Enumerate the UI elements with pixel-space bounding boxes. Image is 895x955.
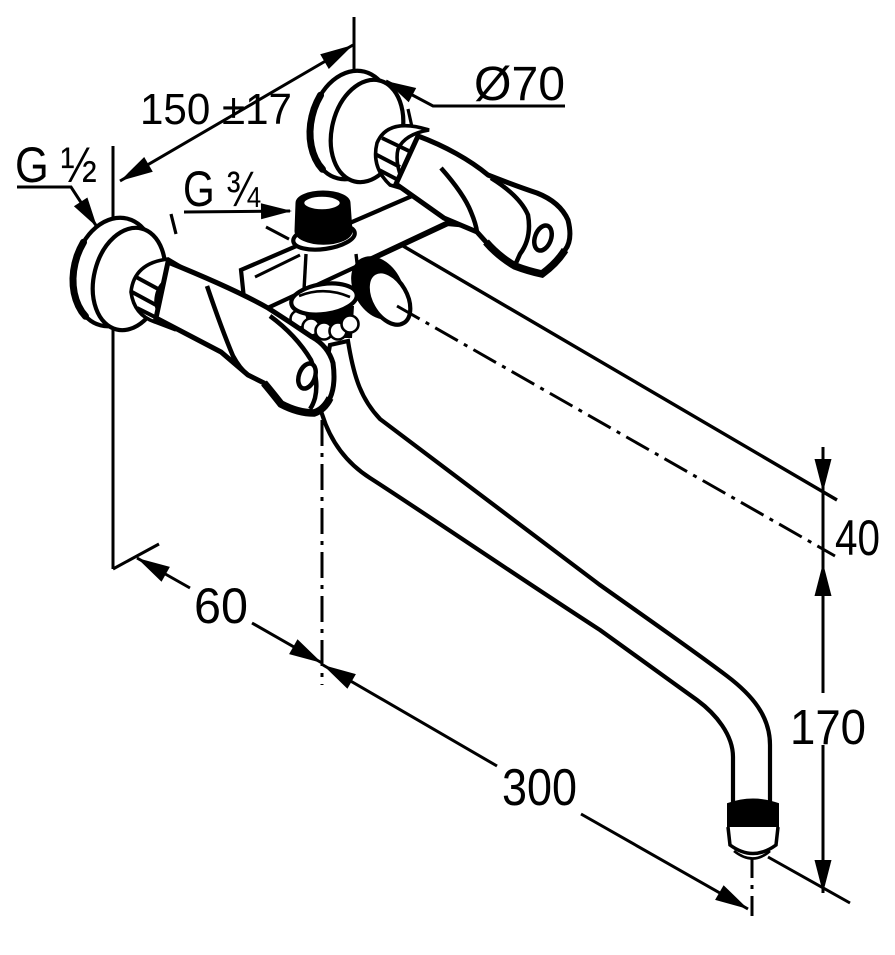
- svg-text:G ¾: G ¾: [183, 161, 261, 217]
- svg-text:150 ±17: 150 ±17: [140, 85, 292, 134]
- svg-text:G ½: G ½: [15, 137, 97, 193]
- svg-text:170: 170: [790, 701, 866, 755]
- svg-text:Ø70: Ø70: [474, 58, 565, 111]
- svg-text:40: 40: [835, 510, 880, 566]
- svg-text:300: 300: [502, 759, 577, 817]
- svg-text:60: 60: [194, 578, 248, 634]
